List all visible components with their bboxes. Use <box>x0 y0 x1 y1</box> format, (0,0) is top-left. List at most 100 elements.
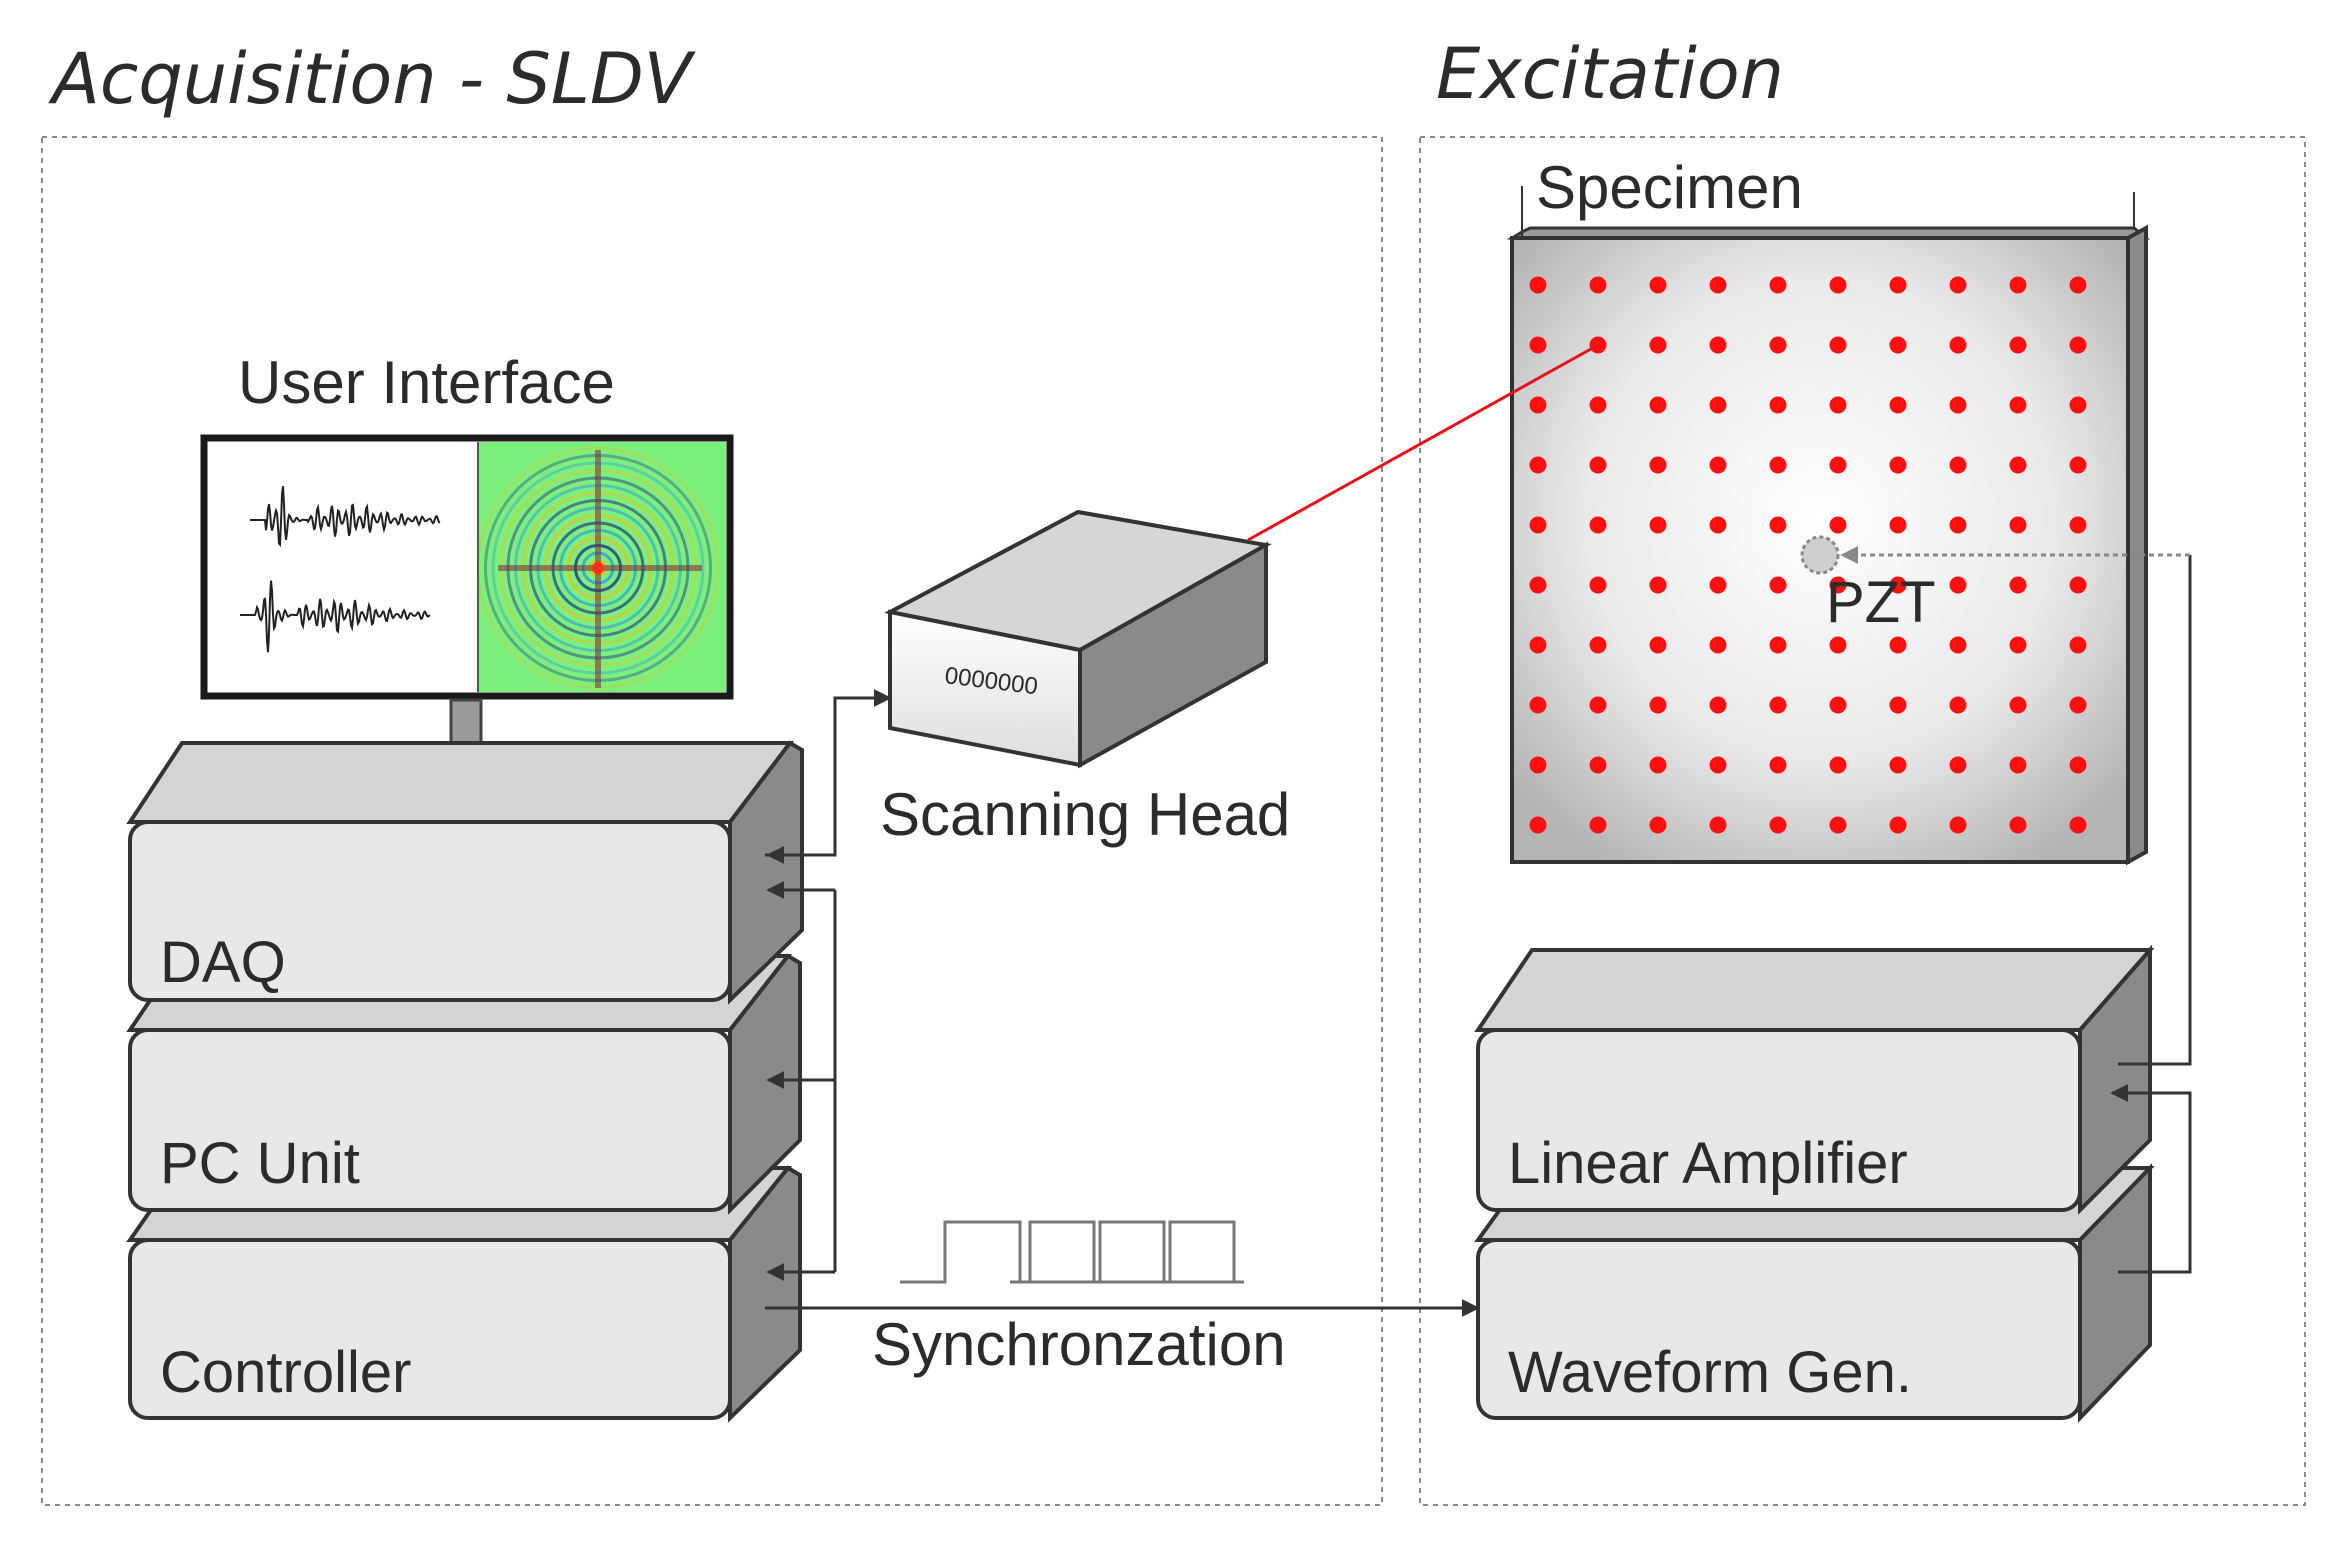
scan-point <box>1769 336 1787 354</box>
acquisition-title: Acquisition - SLDV <box>48 38 696 120</box>
scan-point <box>2069 636 2087 654</box>
scan-point <box>1889 516 1907 534</box>
scan-point <box>2009 336 2027 354</box>
scan-point <box>1709 396 1727 414</box>
wavefield-rings <box>476 446 720 690</box>
scan-point <box>1649 576 1667 594</box>
scan-point <box>1949 396 1967 414</box>
scan-point <box>1529 336 1547 354</box>
scan-point <box>1709 456 1727 474</box>
scan-point <box>1889 456 1907 474</box>
linear-amplifier: Linear Amplifier <box>1474 944 2155 1215</box>
scan-point <box>1769 816 1787 834</box>
scan-point <box>1769 396 1787 414</box>
specimen-label: Specimen <box>1536 154 1803 221</box>
scan-point <box>1889 336 1907 354</box>
scan-point <box>1589 756 1607 774</box>
scan-point <box>1529 636 1547 654</box>
scan-point <box>2069 456 2087 474</box>
scan-point <box>1709 276 1727 294</box>
scan-point <box>1709 516 1727 534</box>
scan-point <box>2069 696 2087 714</box>
scan-point <box>1889 696 1907 714</box>
scan-point <box>1949 696 1967 714</box>
scan-point <box>1649 816 1667 834</box>
scan-point <box>1829 456 1847 474</box>
synchronization-label: Synchronzation <box>872 1311 1286 1378</box>
scan-point <box>1589 636 1607 654</box>
scan-point <box>1649 456 1667 474</box>
signal-trace-2 <box>240 580 431 653</box>
scan-point <box>2009 276 2027 294</box>
scan-point <box>2069 276 2087 294</box>
scan-point <box>1529 516 1547 534</box>
excitation-wiring <box>2110 555 2192 1274</box>
scan-point <box>1649 696 1667 714</box>
scan-point <box>1829 336 1847 354</box>
scan-point <box>2009 816 2027 834</box>
scan-point <box>2009 576 2027 594</box>
scan-point <box>2069 396 2087 414</box>
scan-point <box>1829 636 1847 654</box>
scan-point <box>1829 396 1847 414</box>
scan-point <box>1889 756 1907 774</box>
scan-point <box>1829 756 1847 774</box>
monitor <box>200 434 734 792</box>
scan-point <box>1649 276 1667 294</box>
scan-point <box>1589 456 1607 474</box>
scanning-head-label: Scanning Head <box>880 781 1290 848</box>
scan-point <box>1769 636 1787 654</box>
scan-point <box>2069 816 2087 834</box>
scan-grid <box>1529 276 2087 834</box>
scan-point <box>1949 576 1967 594</box>
scan-point <box>2009 756 2027 774</box>
scan-point <box>1949 516 1967 534</box>
scan-point <box>1769 276 1787 294</box>
scan-point <box>2009 456 2027 474</box>
scan-point <box>1769 516 1787 534</box>
scan-point <box>1709 696 1727 714</box>
daq-unit: DAQ <box>126 740 804 1005</box>
scan-point <box>2069 576 2087 594</box>
scan-point <box>1889 276 1907 294</box>
scan-point <box>1889 396 1907 414</box>
scan-point <box>1529 276 1547 294</box>
scan-point <box>1829 516 1847 534</box>
excitation-title: Excitation <box>1436 33 1784 115</box>
scan-point <box>1829 816 1847 834</box>
signal-trace-1 <box>250 486 441 548</box>
scan-point <box>1529 576 1547 594</box>
scan-point <box>1769 696 1787 714</box>
controller-label: Controller <box>160 1340 411 1405</box>
scan-point <box>1889 636 1907 654</box>
sync-pulse-train <box>900 1220 1244 1284</box>
scan-point <box>1769 576 1787 594</box>
scan-point <box>1949 336 1967 354</box>
scan-point <box>2069 336 2087 354</box>
specimen-plate <box>1506 224 2151 866</box>
scan-point <box>1529 396 1547 414</box>
scan-point <box>1709 336 1727 354</box>
pc-unit-label: PC Unit <box>160 1131 360 1196</box>
scan-point <box>1589 396 1607 414</box>
daq-label: DAQ <box>160 930 286 995</box>
scan-point <box>1649 396 1667 414</box>
acquisition-frame <box>41 136 1383 1506</box>
scan-point <box>1709 816 1727 834</box>
waveform-gen-label: Waveform Gen. <box>1508 1340 1912 1405</box>
scan-point <box>1589 576 1607 594</box>
scan-point <box>1709 636 1727 654</box>
scan-point <box>2009 516 2027 534</box>
scan-point <box>1649 516 1667 534</box>
scan-point <box>1649 756 1667 774</box>
scan-point <box>1949 276 1967 294</box>
scan-point <box>1769 456 1787 474</box>
scan-point <box>1889 816 1907 834</box>
scan-point <box>1529 696 1547 714</box>
scan-point <box>2009 696 2027 714</box>
scan-point <box>1949 456 1967 474</box>
pzt-transducer <box>1800 535 1840 575</box>
scanning-head: 0000000 <box>884 509 1272 769</box>
scan-point <box>1529 456 1547 474</box>
